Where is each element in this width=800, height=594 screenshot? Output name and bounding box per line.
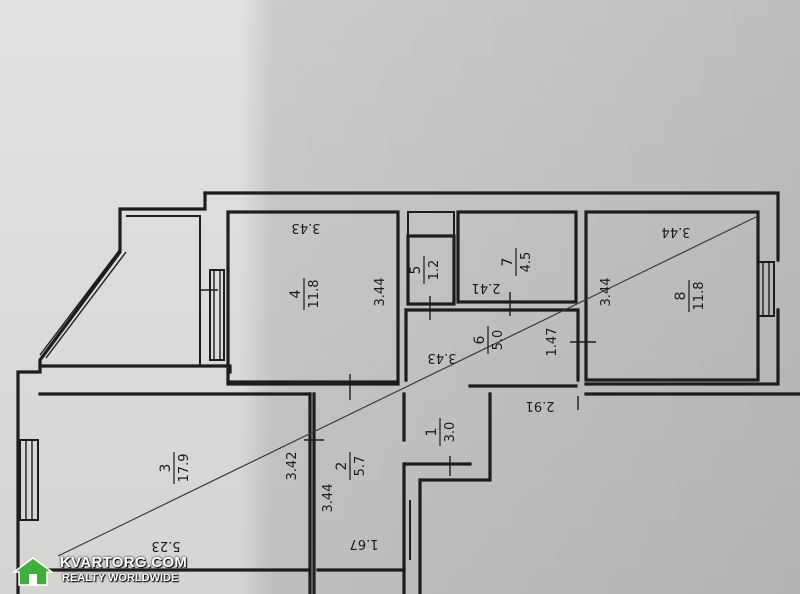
dim-room3-height-a: 3.42 [285, 452, 300, 481]
dim-partial-right: 2.91 [526, 398, 555, 413]
dim-room8-width: 3.44 [662, 224, 691, 239]
room-3-area: 17.9 [177, 454, 192, 483]
dim-room3-width: 5.23 [152, 538, 181, 553]
watermark-brand: KVARTORG.COM [60, 554, 188, 571]
room-1-area: 3.0 [443, 422, 458, 443]
room-labels: 4 11.8 8 11.8 7 4.5 5 1.2 6 5.0 1 3.0 [158, 248, 707, 484]
hall-walls [38, 308, 800, 594]
dim-hall-width: 3.43 [428, 350, 457, 365]
room-2-id: 2 [334, 462, 350, 471]
room-8-area: 11.8 [692, 282, 707, 311]
house-icon [12, 557, 54, 586]
door-marks [200, 289, 596, 476]
room-5-id: 5 [408, 266, 424, 275]
room-4-walls [226, 210, 400, 384]
dim-hall-depth: 1.47 [545, 328, 560, 357]
balcony-outline [39, 215, 201, 366]
dimension-labels: 3.43 3.44 3.43 3.44 3.44 1.47 2.41 3.42 … [152, 220, 691, 553]
room-7-area: 4.5 [519, 252, 534, 273]
room-3-id: 3 [158, 464, 174, 473]
room-6-area: 5.0 [491, 330, 506, 351]
room-4-id: 4 [288, 289, 304, 298]
room-6-id: 6 [472, 335, 488, 344]
watermark-tagline: REALTY WORLDWIDE [62, 572, 179, 584]
dim-room2-height: 3.44 [321, 484, 336, 513]
outer-walls [16, 191, 780, 594]
room-4-area: 11.8 [307, 280, 322, 309]
dim-room8-height: 3.44 [599, 278, 614, 307]
windows [19, 261, 775, 521]
dim-room4-height: 3.44 [373, 278, 388, 307]
room-1-id: 1 [424, 428, 440, 437]
room-7-id: 7 [500, 258, 516, 267]
dim-room2-width: 1.67 [350, 536, 379, 551]
room-2-area: 5.7 [353, 456, 368, 477]
dim-room4-width: 3.43 [292, 220, 321, 235]
room-5-area: 1.2 [427, 260, 442, 281]
room-7-walls [456, 210, 578, 304]
shaft [407, 211, 455, 237]
watermark-logo: KVARTORG.COM REALTY WORLDWIDE [6, 552, 196, 590]
room-8-id: 8 [673, 292, 689, 301]
dim-room7-width: 2.41 [472, 280, 501, 295]
diagonal-line [57, 215, 759, 557]
